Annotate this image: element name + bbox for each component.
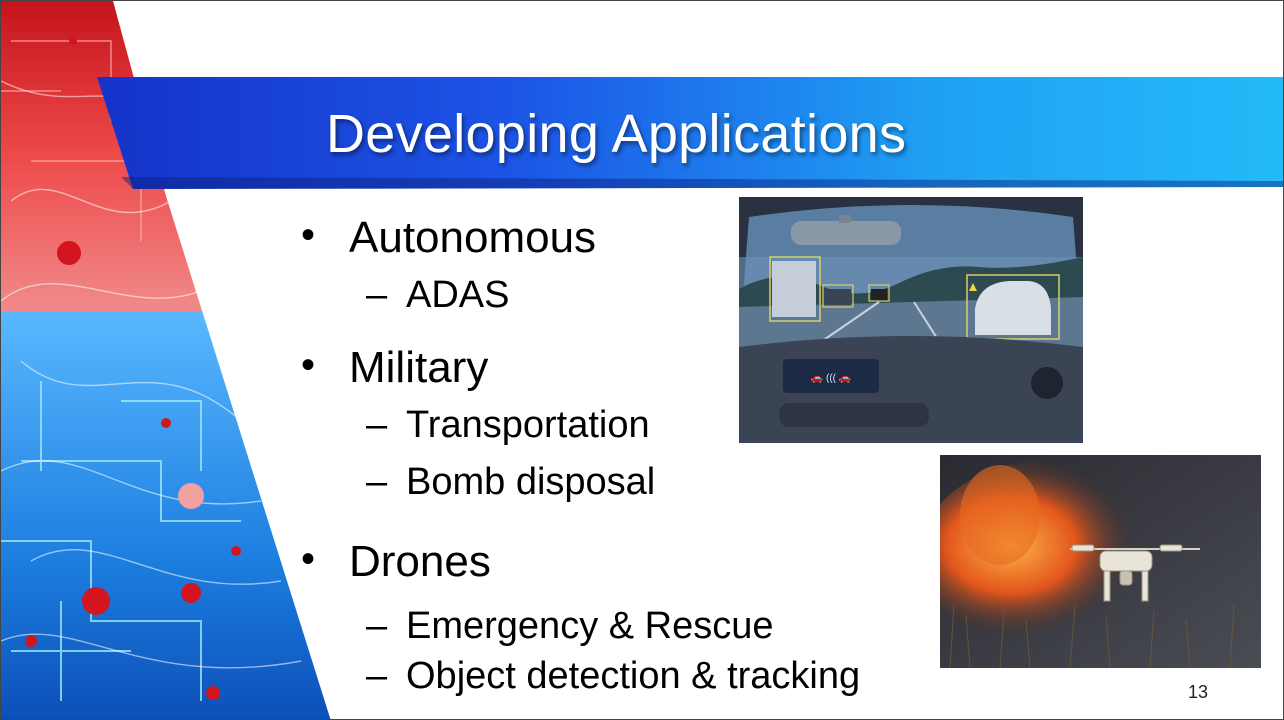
- bullet-label: Drones: [349, 537, 491, 586]
- sub-label: Emergency & Rescue: [406, 605, 774, 647]
- bullet-dot: •: [301, 537, 316, 581]
- sub-label: Bomb disposal: [406, 461, 656, 503]
- sub-label: Transportation: [406, 404, 650, 446]
- bullet-dot: •: [301, 213, 316, 257]
- adas-dashboard-image: 🚗 ((( 🚗: [739, 197, 1083, 443]
- sub-dash: –: [366, 461, 388, 503]
- svg-text:🚗 ((( 🚗: 🚗 ((( 🚗: [811, 373, 851, 384]
- sub-label: Object detection & tracking: [406, 655, 861, 697]
- sub-dash: –: [366, 274, 388, 316]
- page-number: 13: [1188, 682, 1209, 702]
- sub-dash: –: [366, 605, 388, 647]
- sub-dash: –: [366, 404, 388, 446]
- title-banner: [97, 77, 1283, 189]
- sub-label: ADAS: [406, 274, 510, 316]
- bullet-dot: •: [301, 343, 316, 387]
- bullet-label: Military: [349, 343, 489, 392]
- bullet-label: Autonomous: [349, 213, 597, 262]
- drone-over-fire-image: [940, 455, 1261, 668]
- sub-dash: –: [366, 655, 388, 697]
- slide-title: Developing Applications: [326, 104, 907, 164]
